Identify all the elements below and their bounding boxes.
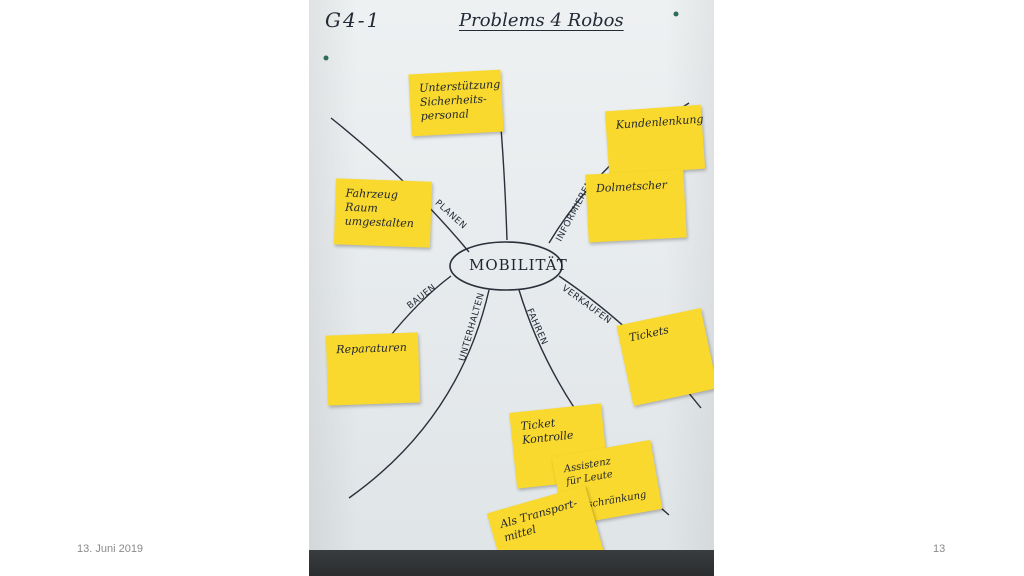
sticky-note: Reparaturen [325, 332, 421, 406]
pin-icon [323, 55, 329, 61]
slide-page-number: 13 [933, 543, 946, 555]
sticky-note-text: Reparaturen [336, 340, 408, 357]
flipchart-photo: G4-1 Problems 4 Robos MOBILITÄT PLANEN I… [309, 0, 714, 576]
branch-line-bauen [386, 275, 452, 341]
mindmap-center: MOBILITÄT [469, 256, 568, 274]
sticky-note-text: Dolmetscher [595, 178, 668, 196]
center-ellipse [449, 241, 563, 291]
sticky-note-text: Tickets [627, 323, 670, 345]
sticky-note: Unterstützung Sicherheits- personal [408, 69, 504, 137]
branch-line-unterhalten [348, 289, 490, 499]
sticky-note: Kundenlenkung [604, 104, 706, 176]
sticky-note-text: Kundenlenkung [615, 112, 704, 132]
sticky-note: Tickets [616, 307, 714, 407]
floor [309, 550, 714, 576]
pin-icon [673, 11, 679, 17]
flipchart-header-code: G4-1 [325, 8, 382, 32]
sticky-note: Fahrzeug Raum umgestalten [333, 178, 433, 248]
sticky-note-text: Fahrzeug Raum umgestalten [344, 186, 415, 231]
sticky-note-text: Ticket Kontrolle [520, 416, 575, 447]
flipchart-header-title: Problems 4 Robos [459, 10, 624, 31]
slide-date: 13. Juni 2019 [77, 543, 144, 555]
sticky-note-text: Unterstützung Sicherheits- personal [418, 77, 501, 123]
sticky-note: Dolmetscher [585, 169, 687, 243]
branch-line-up [500, 127, 508, 241]
